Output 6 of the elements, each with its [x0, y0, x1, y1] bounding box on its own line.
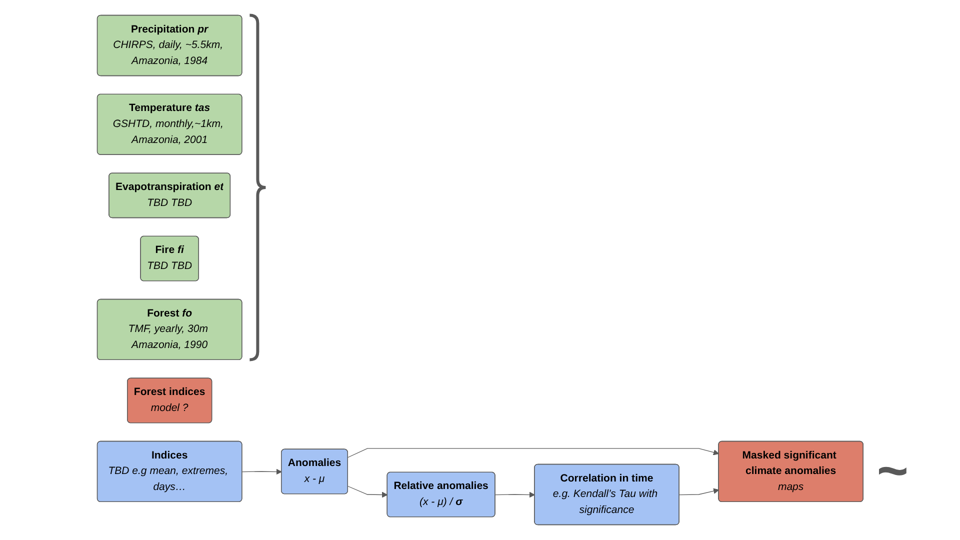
similarity-sign: ~ [876, 451, 908, 492]
arrow [347, 448, 719, 458]
arrow [494, 492, 535, 498]
arrow [678, 488, 719, 496]
arrow [347, 486, 388, 498]
arrow [242, 468, 282, 475]
